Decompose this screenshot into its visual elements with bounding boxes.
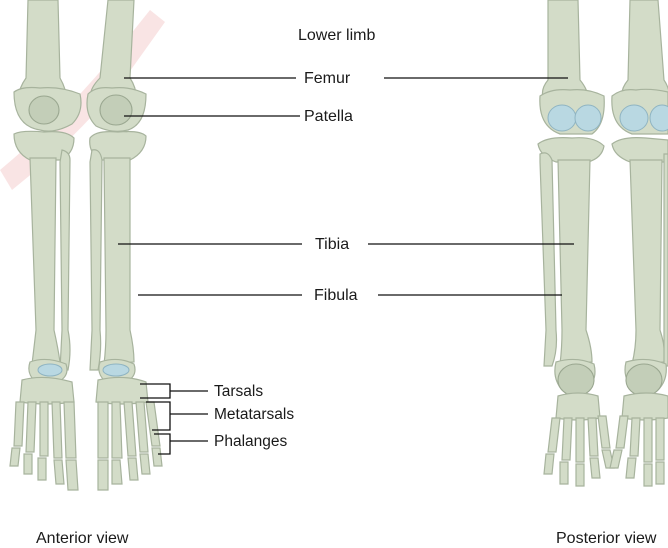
phalanges-bracket: [154, 434, 208, 454]
posterior-right-leg: [610, 0, 668, 486]
label-anterior-view: Anterior view: [36, 530, 129, 547]
tarsals-bracket: [140, 384, 208, 398]
leader-lines: [118, 78, 574, 454]
label-tarsals: Tarsals: [214, 383, 263, 400]
anterior-left-leg: [10, 0, 81, 490]
label-patella: Patella: [304, 108, 353, 125]
posterior-left-leg: [538, 0, 614, 486]
label-phalanges: Phalanges: [214, 433, 288, 450]
label-posterior-view: Posterior view: [556, 530, 657, 547]
diagram-title: Lower limb: [298, 27, 375, 44]
anterior-right-leg: [87, 0, 162, 490]
label-tibia: Tibia: [315, 236, 349, 253]
label-fibula: Fibula: [314, 287, 358, 304]
label-femur: Femur: [304, 70, 351, 87]
label-metatarsals: Metatarsals: [214, 406, 294, 423]
